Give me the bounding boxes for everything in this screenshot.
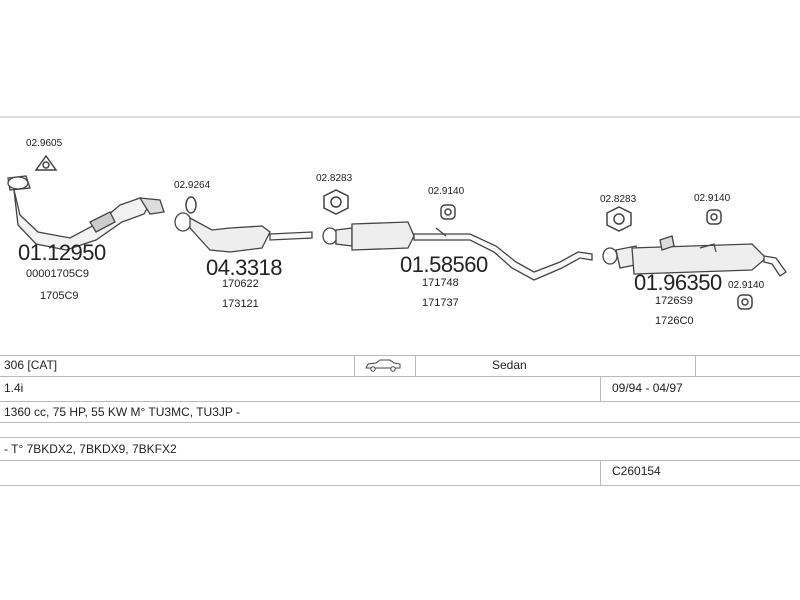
clamp-icon	[706, 209, 722, 225]
divider	[0, 422, 800, 423]
part-code: 01.96350	[634, 270, 722, 295]
years-cell: 09/94 - 04/97	[612, 381, 683, 395]
divider	[695, 355, 696, 376]
divider	[354, 355, 355, 376]
car-body-icon	[364, 358, 402, 377]
accessory-code: 02.9140	[728, 280, 765, 291]
part-code: 01.58560	[400, 252, 488, 277]
part-ref: 1705C9	[40, 290, 79, 302]
clamp-icon	[440, 204, 456, 220]
rear-silencer-part	[602, 235, 787, 277]
divider	[0, 460, 800, 461]
divider	[0, 376, 800, 377]
divider	[415, 355, 416, 376]
accessory-code: 02.9140	[428, 186, 465, 197]
part-ref: 171737	[422, 297, 459, 309]
types-cell: - T° 7BKDX2, 7BKDX9, 7BKFX2	[4, 442, 177, 456]
part-ref: 1726C0	[655, 315, 694, 327]
exhaust-system-diagram: 02.9605 01.12950 00001705C9 1705C9 02.92…	[0, 116, 800, 327]
engine-cell: 1.4i	[4, 381, 24, 395]
centre-silencer-part	[322, 221, 593, 281]
part-ref: 1726S9	[655, 295, 693, 307]
divider	[0, 437, 800, 438]
accessory-code: 02.8283	[316, 173, 353, 184]
catalog-cell: C260154	[612, 464, 661, 478]
gasket-icon	[34, 154, 58, 171]
seal-ring-icon	[185, 196, 197, 214]
divider	[0, 355, 800, 356]
accessory-code: 02.9140	[694, 193, 731, 204]
clamp-icon	[737, 294, 753, 310]
part-ref: 170622	[222, 278, 259, 290]
hanger-icon	[606, 206, 632, 232]
exhaust-drawing	[0, 116, 800, 310]
part-ref: 00001705C9	[26, 268, 90, 280]
divider	[600, 376, 601, 401]
accessory-code: 02.9605	[26, 138, 63, 149]
accessory-code: 02.8283	[600, 194, 637, 205]
part-code: 01.12950	[18, 240, 106, 265]
spec-cell: 1360 cc, 75 HP, 55 KW M° TU3MC, TU3JP -	[4, 405, 240, 419]
catalytic-converter-part	[174, 212, 313, 253]
body-cell: Sedan	[492, 358, 527, 372]
part-ref: 173121	[222, 298, 259, 310]
part-code: 04.3318	[206, 255, 283, 280]
part-ref: 171748	[422, 277, 459, 289]
accessory-code: 02.9264	[174, 180, 211, 191]
divider	[0, 401, 800, 402]
divider	[600, 460, 601, 485]
hanger-icon	[323, 189, 349, 215]
divider	[0, 485, 800, 486]
model-cell: 306 [CAT]	[4, 358, 58, 372]
front-pipe-part	[7, 175, 165, 251]
